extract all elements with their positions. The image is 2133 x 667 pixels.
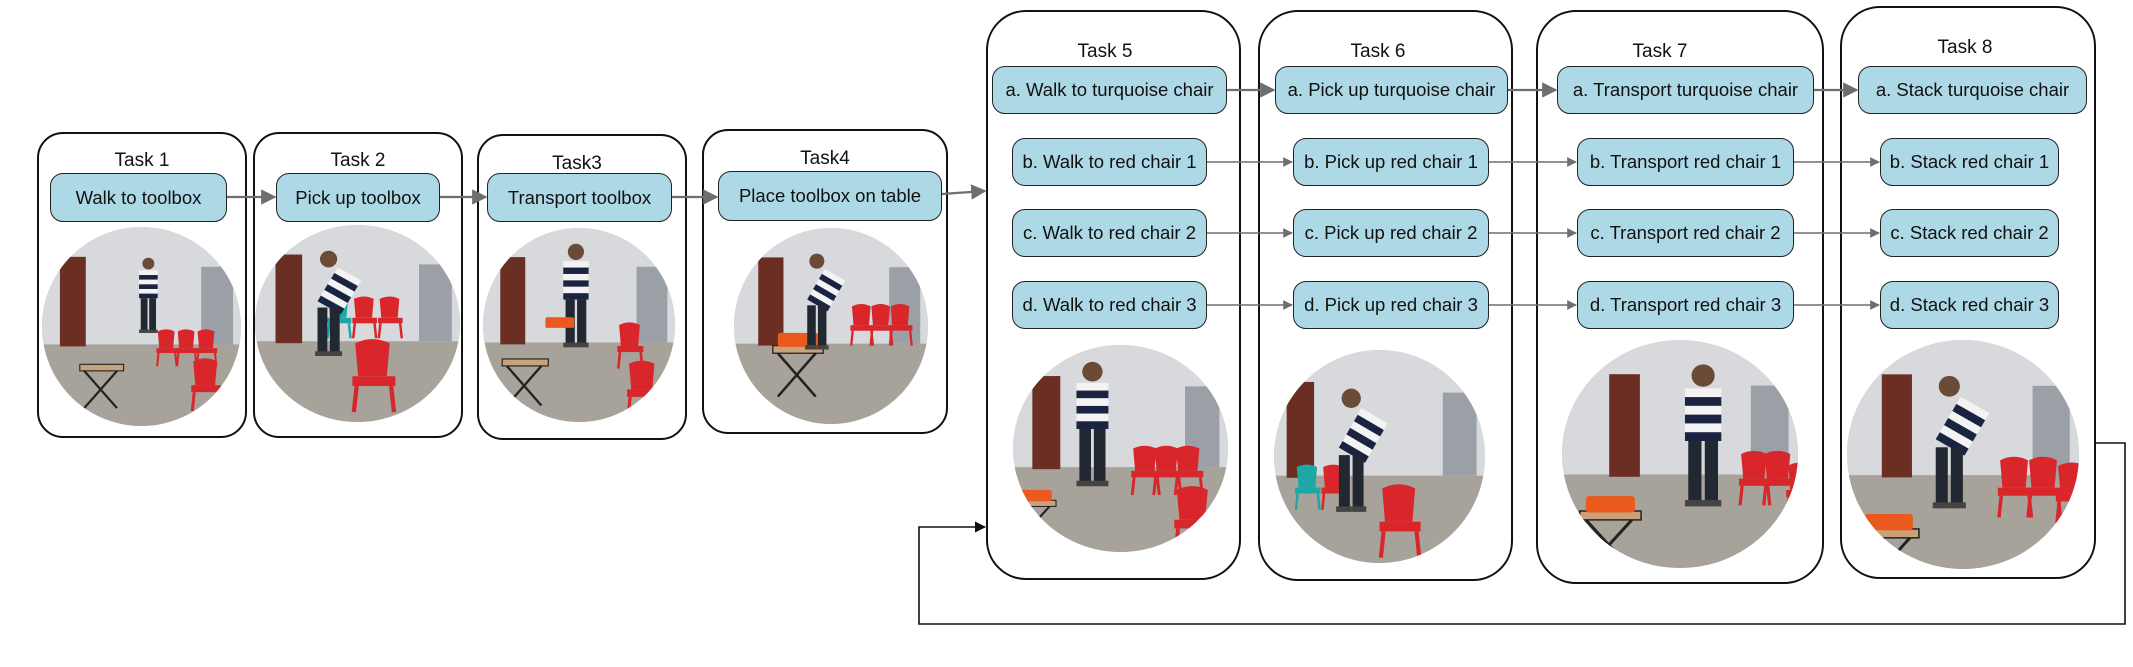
person (315, 250, 362, 357)
door (1032, 376, 1061, 470)
task-title-7: Task 7 (1632, 41, 1688, 62)
photo-scene (734, 228, 928, 424)
task-title-5: Task 5 (1077, 41, 1133, 62)
task-title-4: Task4 (800, 148, 850, 169)
step-5a-walk-to-turquoise-chair: a. Walk to turquoise chair (992, 66, 1227, 114)
task-title-8: Task 8 (1937, 37, 1993, 58)
task-title-1: Task 1 (114, 150, 170, 171)
step-6c-pick-up-red-chair-2: c. Pick up red chair 2 (1293, 209, 1489, 257)
door (59, 256, 86, 347)
step-5d-walk-to-red-chair-3: d. Walk to red chair 3 (1012, 281, 1207, 329)
person (139, 257, 158, 333)
task-4-photo (734, 228, 928, 424)
toolbox (1585, 496, 1635, 513)
task-6-photo (1274, 350, 1485, 563)
step-walk-to-toolbox: Walk to toolbox (50, 173, 227, 222)
step-transport-toolbox: Transport toolbox (487, 173, 672, 222)
door (1881, 374, 1912, 478)
photo-scene (1013, 345, 1228, 552)
step-8d-stack-red-chair-3: d. Stack red chair 3 (1880, 281, 2059, 329)
cabinet (636, 266, 668, 343)
task-title-3: Task3 (552, 153, 602, 174)
task-7-photo (1562, 340, 1798, 568)
step-7a-transport-turquoise-chair: a. Transport turquoise chair (1557, 66, 1814, 114)
door (758, 257, 784, 346)
chair (351, 296, 378, 339)
table (79, 363, 125, 409)
door (275, 254, 303, 344)
photo-scene (42, 227, 241, 426)
photo-scene (1274, 350, 1485, 563)
step-5b-walk-to-red-chair-1: b. Walk to red chair 1 (1012, 138, 1207, 186)
step-6a-pick-up-turquoise-chair: a. Pick up turquoise chair (1275, 66, 1508, 114)
task-5-photo (1013, 345, 1228, 552)
cabinet (419, 264, 452, 342)
step-8b-stack-red-chair-1: b. Stack red chair 1 (1880, 138, 2059, 186)
photo-scene (1562, 340, 1798, 568)
photo-scene (255, 225, 460, 422)
chair (377, 296, 404, 339)
step-8a-stack-turquoise-chair: a. Stack turquoise chair (1858, 66, 2087, 114)
chair (351, 339, 397, 413)
person (805, 253, 846, 350)
step-pick-up-toolbox: Pick up toolbox (276, 173, 440, 222)
chair (156, 329, 178, 367)
step-8c-stack-red-chair-2: c. Stack red chair 2 (1880, 209, 2059, 257)
task-1-photo (42, 227, 241, 426)
cabinet (1442, 392, 1477, 476)
photo-scene (483, 228, 675, 422)
door (500, 257, 526, 345)
task-title-6: Task 6 (1350, 41, 1406, 62)
photo-scene (1847, 340, 2079, 569)
step-7d-transport-red-chair-3: d. Transport red chair 3 (1577, 281, 1794, 329)
step-7b-transport-red-chair-1: b. Transport red chair 1 (1577, 138, 1794, 186)
step-6b-pick-up-red-chair-1: b. Pick up red chair 1 (1293, 138, 1489, 186)
toolbox (545, 317, 575, 328)
task-8-photo (1847, 340, 2079, 569)
chair (616, 322, 644, 369)
step-5c-walk-to-red-chair-2: c. Walk to red chair 2 (1012, 209, 1207, 257)
step-7c-transport-red-chair-2: c. Transport red chair 2 (1577, 209, 1794, 257)
step-place-toolbox-on-table: Place toolbox on table (718, 171, 942, 221)
door (1609, 374, 1640, 477)
step-6d-pick-up-red-chair-3: d. Pick up red chair 3 (1293, 281, 1489, 329)
task-title-2: Task 2 (330, 150, 386, 171)
task-2-photo (255, 225, 460, 422)
task-3-photo (483, 228, 675, 422)
chair (888, 304, 913, 346)
